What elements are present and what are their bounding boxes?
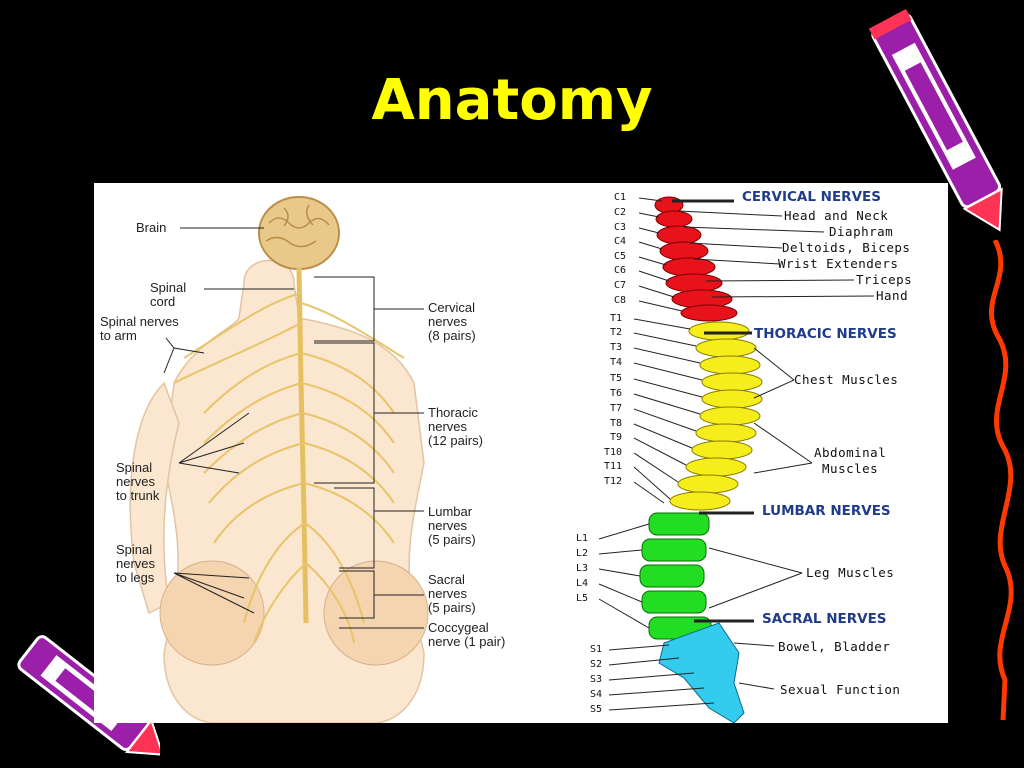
label-spinal-cord: Spinal cord bbox=[150, 280, 187, 309]
vertebra-label: T8 bbox=[610, 418, 623, 429]
vertebra-label: C3 bbox=[614, 222, 627, 233]
function-leg-muscles: Leg Muscles bbox=[806, 565, 895, 580]
right-leader-lines bbox=[598, 197, 875, 711]
vertebra-label: T1 bbox=[610, 313, 623, 324]
vertebra-label: T2 bbox=[610, 327, 623, 338]
label-lumbar-nerves: Lumbar nerves (5 pairs) bbox=[428, 504, 476, 547]
function-chest-muscles: Chest Muscles bbox=[794, 372, 899, 387]
function-deltoids-biceps: Deltoids, Biceps bbox=[782, 240, 911, 255]
spinal-nerves bbox=[173, 292, 405, 644]
vertebra-label: S3 bbox=[590, 674, 603, 685]
slide-title: Anatomy bbox=[371, 68, 653, 133]
vertebra-label: T11 bbox=[604, 461, 623, 472]
label-thoracic-nerves: Thoracic nerves (12 pairs) bbox=[428, 405, 483, 448]
function-sexual-function: Sexual Function bbox=[780, 682, 901, 697]
vertebra-label: L5 bbox=[576, 593, 589, 604]
vertebra-label: C2 bbox=[614, 207, 627, 218]
function-abdominal-muscles: Abdominal Muscles bbox=[814, 445, 887, 476]
vertebra-label: T7 bbox=[610, 403, 623, 414]
vertebra-label: C6 bbox=[614, 265, 627, 276]
vertebra-label: T12 bbox=[604, 476, 623, 487]
anatomy-diagram-panel: Brain Spinal cord Spinal nerves to arm S… bbox=[94, 183, 948, 723]
vertebra-label: S2 bbox=[590, 659, 603, 670]
vertebra-label: C5 bbox=[614, 251, 627, 262]
vertebra-label: L2 bbox=[576, 548, 589, 559]
label-nerves-to-arm: Spinal nerves to arm bbox=[100, 314, 179, 343]
left-leader-lines bbox=[163, 227, 424, 629]
vertebra-label: C1 bbox=[614, 192, 627, 203]
vertebra-label: C7 bbox=[614, 280, 627, 291]
function-diaphram: Diaphram bbox=[829, 224, 894, 239]
vertebra-label: L3 bbox=[576, 563, 589, 574]
function-head-neck: Head and Neck bbox=[784, 208, 889, 223]
heading-cervical-nerves: CERVICAL NERVES bbox=[742, 189, 881, 205]
vertebra-label: L1 bbox=[576, 533, 589, 544]
function-bowel-bladder: Bowel, Bladder bbox=[778, 639, 891, 654]
vertebra-label: S5 bbox=[590, 704, 603, 715]
function-wrist-extenders: Wrist Extenders bbox=[778, 256, 899, 271]
label-coccygeal-nerve: Coccygeal nerve (1 pair) bbox=[428, 620, 506, 649]
vertebra-label: T10 bbox=[604, 447, 623, 458]
squiggle-line-icon bbox=[988, 240, 1014, 721]
diagram-drawing bbox=[129, 196, 875, 723]
label-sacral-nerves: Sacral nerves (5 pairs) bbox=[428, 572, 476, 615]
function-hand: Hand bbox=[876, 288, 909, 303]
vertebra-label: T4 bbox=[610, 357, 623, 368]
label-cervical-nerves: Cervical nerves (8 pairs) bbox=[428, 300, 476, 343]
heading-thoracic-nerves: THORACIC NERVES bbox=[754, 326, 897, 342]
label-brain: Brain bbox=[136, 220, 167, 235]
crayon-top-right-icon bbox=[868, 9, 1003, 232]
label-nerves-to-trunk: Spinal nerves to trunk bbox=[116, 460, 160, 503]
spine-lumbar bbox=[639, 512, 712, 640]
vertebra-label: T3 bbox=[610, 342, 623, 353]
label-nerves-to-legs: Spinal nerves to legs bbox=[116, 542, 156, 585]
vertebra-label: L4 bbox=[576, 578, 589, 589]
vertebra-label: T5 bbox=[610, 373, 623, 384]
spine-thoracic bbox=[669, 321, 763, 511]
vertebra-label: S1 bbox=[590, 644, 603, 655]
vertebra-label: S4 bbox=[590, 689, 603, 700]
brain-icon bbox=[258, 196, 340, 270]
function-triceps: Triceps bbox=[856, 272, 913, 287]
vertebra-label: T6 bbox=[610, 388, 623, 399]
vertebra-label: C8 bbox=[614, 295, 627, 306]
spine-sacral bbox=[658, 622, 745, 723]
heading-sacral-nerves: SACRAL NERVES bbox=[762, 611, 887, 627]
vertebra-label: C4 bbox=[614, 236, 627, 247]
heading-lumbar-nerves: LUMBAR NERVES bbox=[762, 503, 891, 519]
vertebra-label: T9 bbox=[610, 432, 623, 443]
